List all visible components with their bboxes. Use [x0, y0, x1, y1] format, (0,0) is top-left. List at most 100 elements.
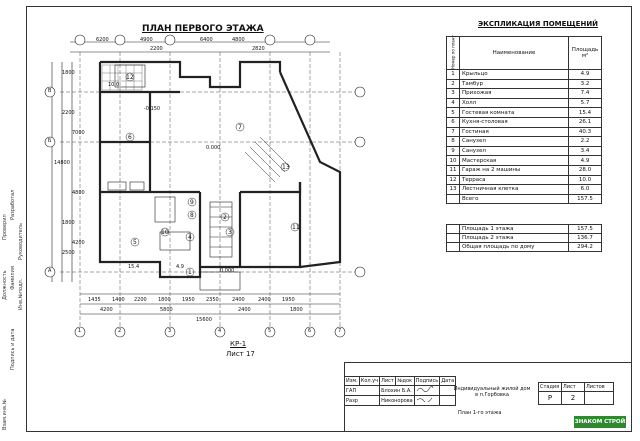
dimension-label: 2820: [252, 46, 265, 52]
table-cell: Общая площадь по дому: [459, 242, 569, 252]
table-row: Стадия Лист Листов: [538, 382, 614, 392]
axis-label: 4: [218, 328, 222, 334]
table-cell: 2: [446, 78, 460, 90]
table-cell: 11: [446, 164, 460, 176]
table-cell: 3: [446, 88, 460, 99]
table-cell: 4.9: [568, 69, 602, 80]
table-cell: 5.7: [568, 97, 602, 109]
table-cell: 28.0: [568, 164, 602, 176]
table-cell: 8: [446, 136, 460, 147]
table-cell: Площадь 2 этажа: [459, 233, 569, 243]
table-cell: Санузел: [459, 136, 569, 147]
dimension-label: 2400: [238, 307, 251, 313]
dimension-label: 2400: [258, 297, 271, 303]
dimension-label: 1435: [88, 297, 101, 303]
header-cell: Площадь м²: [568, 36, 602, 70]
table-cell: Дата: [439, 376, 457, 386]
table-cell: 10.0: [568, 174, 602, 186]
table-cell: Всего: [459, 193, 569, 205]
side-label: Проверил: [2, 214, 8, 240]
side-label: Разработал: [10, 189, 16, 220]
dimension-label: 4800: [232, 37, 245, 43]
table-cell: Стадия: [538, 382, 562, 392]
dimension-label: 5800: [160, 307, 173, 313]
area-label: 10.0: [108, 82, 120, 88]
table-cell: 4.9: [568, 155, 602, 166]
table-cell: 3.2: [568, 78, 602, 90]
table-row: Р 2: [538, 391, 614, 405]
table-cell: Разр: [343, 395, 381, 406]
table-cell: 6.0: [568, 184, 602, 195]
table-cell: 294.2: [568, 242, 602, 252]
axis-label: Б: [48, 138, 52, 144]
stage-table: Стадия Лист Листов Р 2: [538, 382, 614, 405]
table-cell: №док: [395, 376, 415, 386]
dimension-label: 4200: [100, 307, 113, 313]
table-cell: 4: [446, 97, 460, 109]
room-marker: 5: [133, 239, 137, 246]
table-cell: Тамбур: [459, 78, 569, 90]
table-cell: ГАП: [343, 385, 381, 396]
room-marker: 4: [188, 234, 192, 241]
table-cell: [439, 395, 457, 406]
side-label: Подпись и дата: [10, 328, 16, 370]
header-cell: Номер по плану: [446, 35, 460, 70]
explication-title: ЭКСПЛИКАЦИЯ ПОМЕЩЕНИЙ: [478, 20, 599, 28]
level-mark: 0.000: [206, 145, 221, 151]
table-row: Изм. Кол.уч Лист №док Подпись Дата: [344, 376, 457, 386]
axis-label: 3: [168, 328, 172, 334]
area-label: 4.9: [176, 264, 184, 270]
level-mark: 0.000: [220, 268, 235, 274]
table-cell: [446, 224, 460, 234]
side-label: Инв.№подл.: [18, 278, 24, 310]
room-marker: 3: [228, 229, 232, 236]
side-label: Должность: [2, 270, 8, 300]
dimension-label: 6400: [200, 37, 213, 43]
level-mark: -0.150: [144, 106, 161, 112]
side-label: Взам.инв.№: [2, 399, 8, 430]
room-marker: 9: [190, 199, 194, 206]
table-cell: Лист: [561, 382, 585, 392]
table-cell: 1: [446, 69, 460, 80]
table-cell: 2: [561, 391, 585, 405]
dimension-label: 1800: [62, 220, 75, 226]
sheet-number: Лист 17: [226, 350, 255, 358]
table-cell: Холл: [459, 97, 569, 109]
plan-title: ПЛАН ПЕРВОГО ЭТАЖА: [142, 24, 264, 34]
axis-label: 6: [308, 328, 312, 334]
table-cell: 15.4: [568, 107, 602, 118]
table-cell: Изм.: [344, 376, 360, 386]
drawing-name: План 1-го этажа: [458, 410, 502, 416]
dimension-label: 1800: [290, 307, 303, 313]
dimension-label: 1950: [182, 297, 195, 303]
table-cell: 157.5: [568, 224, 602, 234]
room-marker: 7: [238, 124, 242, 131]
axis-label: 1: [78, 328, 82, 334]
table-cell: [446, 233, 460, 243]
axis-label: 5: [268, 328, 272, 334]
project-name: Индивидуальный жилой дом в п.Горбовка: [453, 386, 531, 398]
side-label: Фамилия: [10, 266, 16, 290]
table-cell: 7.4: [568, 88, 602, 99]
axis-label: А: [48, 268, 52, 274]
table-cell: Кухня-столовая: [459, 116, 569, 128]
table-cell: Гостиная: [459, 126, 569, 138]
table-cell: 9: [446, 145, 460, 157]
table-cell: [446, 193, 460, 205]
table-cell: 3.4: [568, 145, 602, 157]
axis-label: 2: [118, 328, 122, 334]
dimension-label: 1400: [112, 297, 125, 303]
